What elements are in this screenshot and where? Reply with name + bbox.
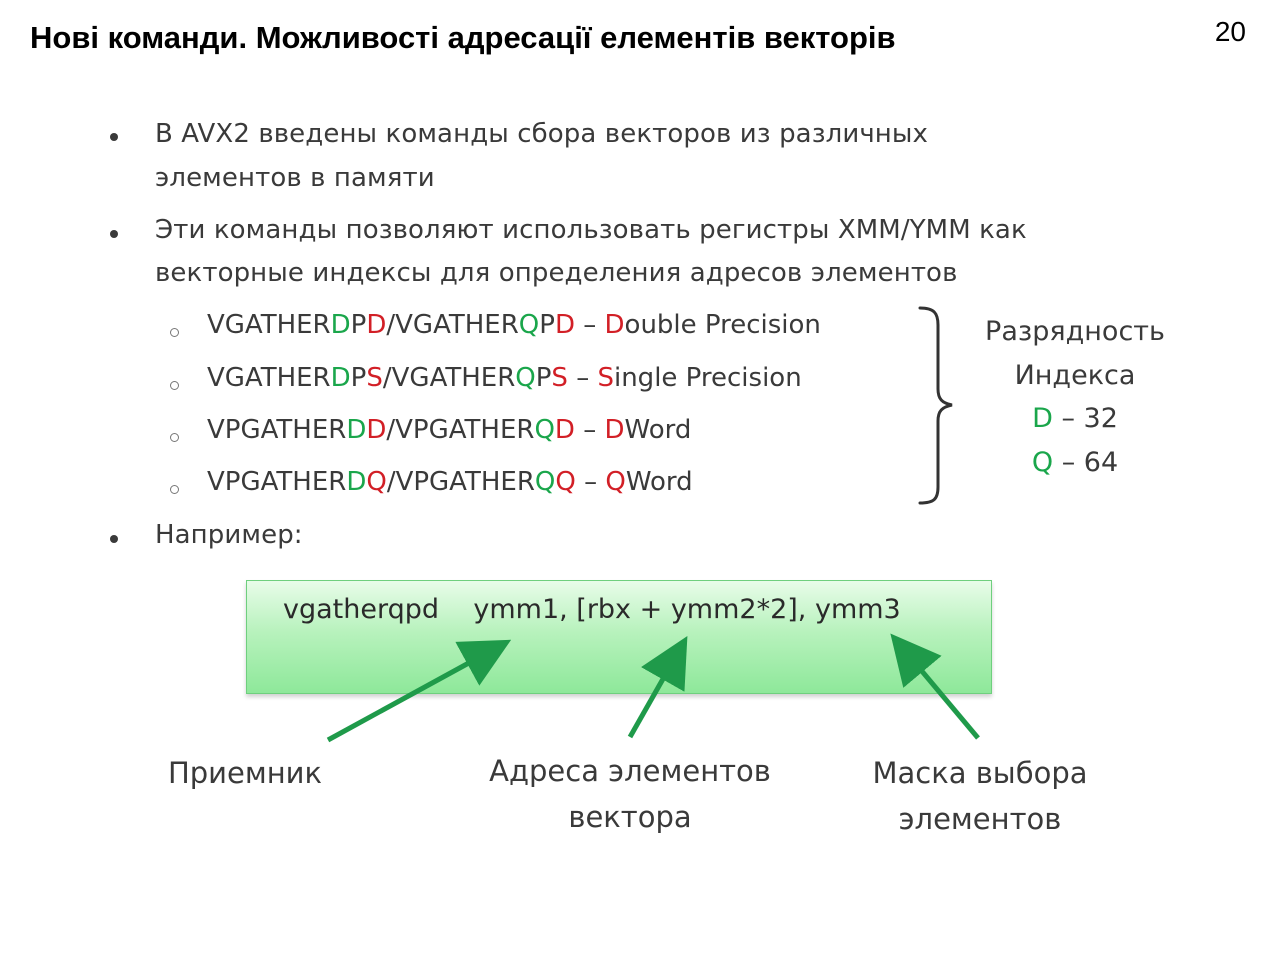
sub-item-vgatherps: VGATHERDPS/VGATHERQPS – Single Precision [207, 363, 802, 393]
code-example-text: vgatherqpd ymm1, [rbx + ymm2*2], ymm3 [283, 594, 901, 625]
curly-brace-icon [918, 306, 953, 505]
bullet-marker [110, 230, 118, 238]
bullet-marker [110, 535, 118, 543]
sub-bullet-marker [170, 381, 179, 390]
index-d-32: D – 32 [1032, 403, 1118, 434]
label-mask: Маска выбора элементов [872, 756, 1088, 836]
label-receiver: Приемник [167, 756, 323, 790]
label-addresses: Адреса элементов вектора [489, 754, 771, 834]
bullet-1-line-1: В AVX2 введены команды сбора векторов из… [155, 119, 929, 149]
receiver-arrow [326, 639, 512, 743]
sub-bullet-marker [170, 328, 179, 337]
bullet-3-example: Например: [155, 520, 303, 550]
code-operands: ymm1, [rbx + ymm2*2], ymm3 [473, 594, 901, 625]
index-width-title: Разрядность [985, 316, 1165, 347]
mask-arrow [890, 633, 980, 740]
sub-bullet-marker [170, 485, 179, 494]
code-example-box [246, 580, 992, 694]
bullet-2-line-2: векторные индексы для определения адресо… [155, 258, 958, 288]
sub-bullet-marker [170, 433, 179, 442]
page-number: 20 [1214, 16, 1246, 47]
index-width-subtitle: Индекса [1014, 360, 1136, 391]
bullet-1-line-2: элементов в памяти [155, 163, 435, 193]
sub-item-vpgatherq: VPGATHERDQ/VPGATHERQQ – QWord [207, 467, 693, 497]
sub-item-vpgatherd: VPGATHERDD/VPGATHERQD – DWord [207, 415, 692, 445]
code-mnemonic: vgatherqpd [283, 594, 440, 625]
index-q-64: Q – 64 [1031, 447, 1119, 478]
slide-title: Нові команди. Можливості адресації елеме… [30, 20, 896, 55]
sub-item-vgatherpd: VGATHERDPD/VGATHERQPD – Double Precision [207, 310, 821, 340]
bullet-marker [110, 133, 118, 141]
bullet-2-line-1: Эти команды позволяют использовать регис… [155, 215, 1027, 245]
addresses-arrow [627, 635, 688, 739]
